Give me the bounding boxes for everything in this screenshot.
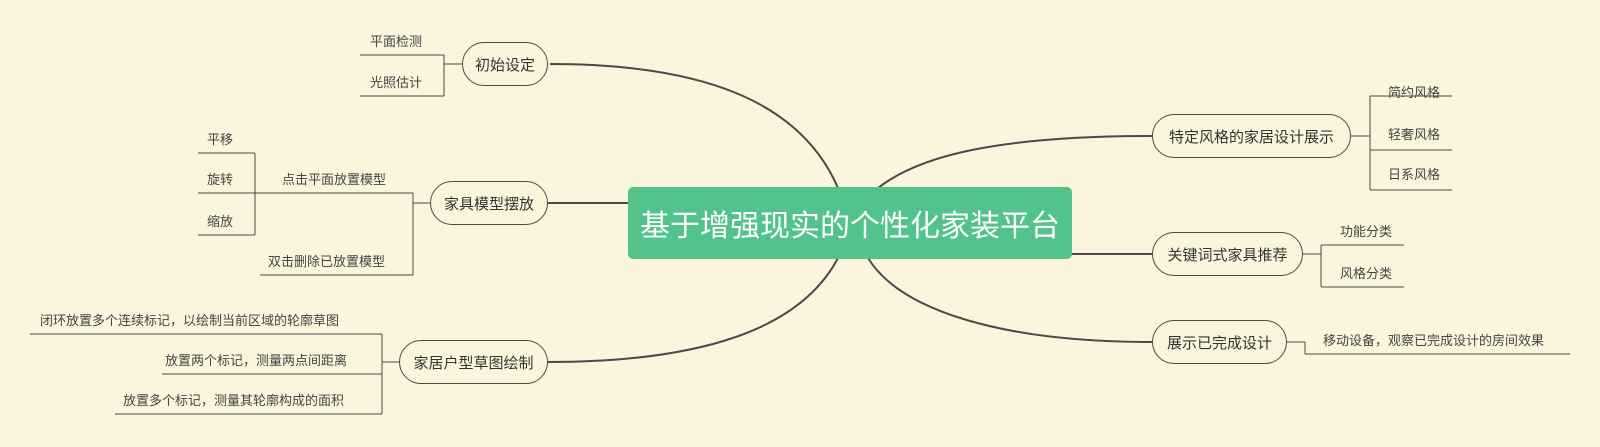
branch-style-showcase[interactable]: 特定风格的家居设计展示 (1152, 114, 1351, 158)
leaf-plane-detection: 平面检测 (370, 35, 423, 50)
leaf-move-device-view: 移动设备，观察已完成设计的房间效果 (1323, 334, 1545, 349)
connector-show (867, 257, 1153, 343)
leaf-minimal-style: 简约风格 (1388, 86, 1441, 101)
branch-initial-settings[interactable]: 初始设定 (462, 42, 548, 86)
leaf-function-category: 功能分类 (1340, 225, 1393, 240)
leaf-double-tap-delete: 双击删除已放置模型 (268, 255, 386, 270)
leaf-multi-marker-area: 放置多个标记，测量其轮廓构成的面积 (123, 394, 345, 409)
leaf-light-luxury-style: 轻奢风格 (1388, 128, 1441, 143)
root-topic[interactable]: 基于增强现实的个性化家装平台 (628, 187, 1072, 259)
leaf-japanese-style: 日系风格 (1388, 168, 1441, 183)
branch-furniture-placement[interactable]: 家具模型摆放 (430, 181, 548, 225)
branch-show-completed-design[interactable]: 展示已完成设计 (1152, 320, 1287, 364)
leaf-scale: 缩放 (207, 215, 234, 230)
branch-floorplan-sketch[interactable]: 家居户型草图绘制 (399, 340, 548, 384)
leaf-closed-loop-markers: 闭环放置多个连续标记，以绘制当前区域的轮廓草图 (40, 314, 340, 329)
connector-sketch (547, 257, 839, 363)
leaf-two-marker-distance: 放置两个标记，测量两点间距离 (165, 354, 348, 369)
leaf-tap-place-model: 点击平面放置模型 (282, 173, 387, 188)
leaf-translate: 平移 (207, 133, 234, 148)
connector-initial (549, 63, 839, 189)
leaf-rotate: 旋转 (207, 173, 234, 188)
connector-style (877, 135, 1153, 189)
leaf-style-category: 风格分类 (1340, 267, 1393, 282)
branch-keyword-recommendation[interactable]: 关键词式家具推荐 (1152, 232, 1303, 276)
leaf-light-estimation: 光照估计 (370, 76, 423, 91)
